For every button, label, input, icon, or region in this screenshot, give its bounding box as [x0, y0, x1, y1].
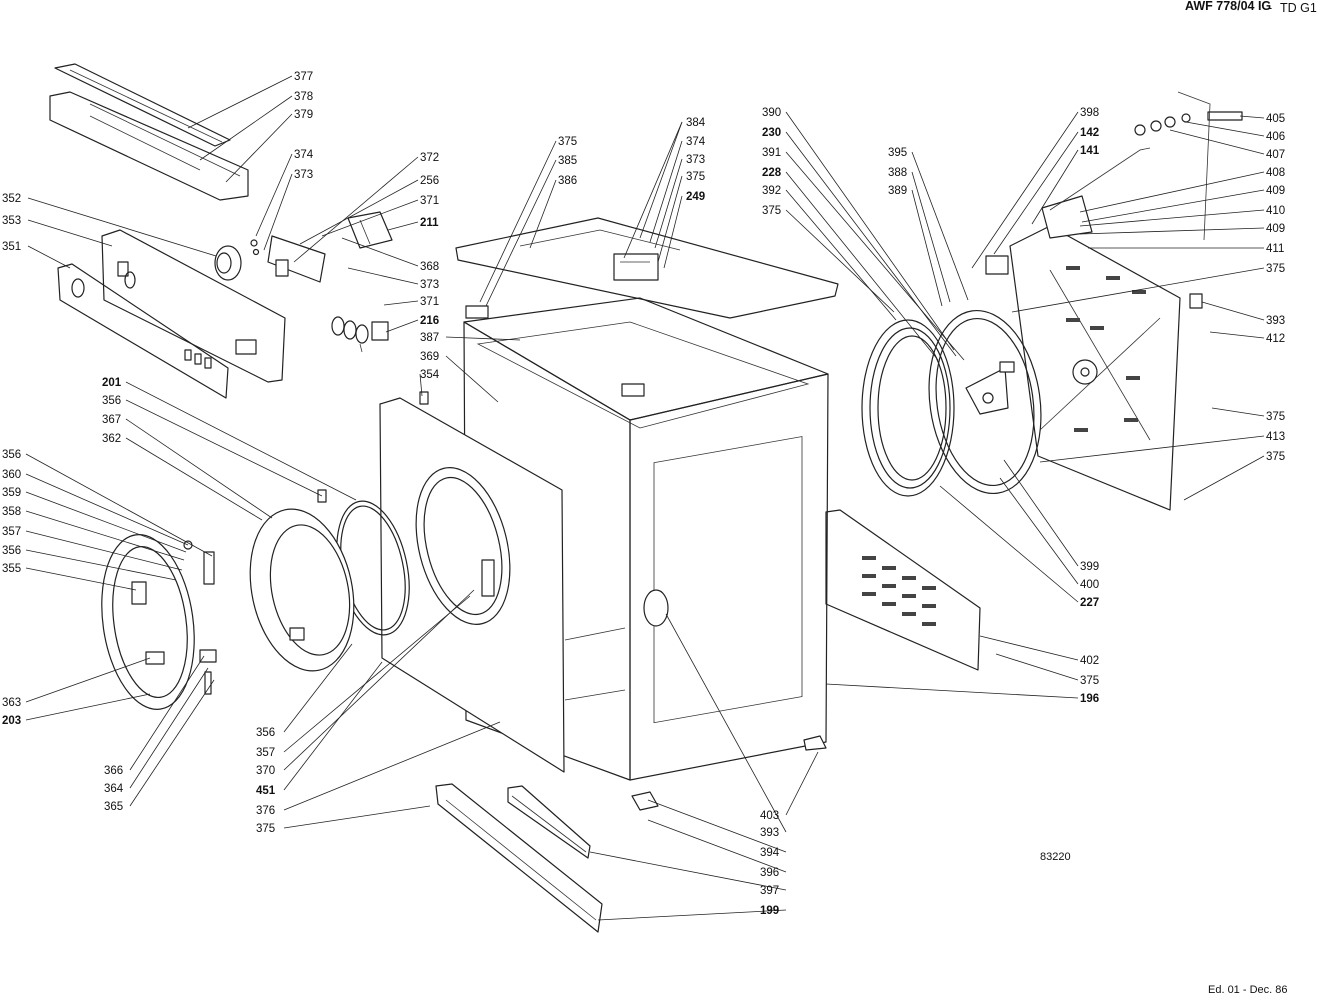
- label-374: 374: [294, 149, 314, 161]
- label-397: 397: [760, 885, 779, 897]
- label-356: 356: [102, 395, 121, 407]
- label-359: 359: [2, 487, 21, 499]
- label-142: 142: [1080, 127, 1099, 139]
- label-375: 375: [1080, 675, 1099, 687]
- label-376: 376: [256, 805, 275, 817]
- edition-date: Ed. 01 - Dec. 86: [1208, 984, 1288, 996]
- label-411: 411: [1266, 243, 1284, 255]
- label-373: 373: [420, 279, 439, 291]
- label-375: 375: [558, 136, 577, 148]
- drawing-number: 83220: [1040, 851, 1071, 863]
- label-386: 386: [558, 175, 577, 187]
- label-358: 358: [2, 506, 21, 518]
- label-352: 352: [2, 193, 21, 205]
- label-141: 141: [1080, 145, 1100, 157]
- parts-artwork: [49, 63, 1243, 933]
- label-211: 211: [420, 217, 439, 229]
- label-409: 409: [1266, 185, 1285, 197]
- part-labels: 377 378 379 374 373 372 256 371 211 368 …: [2, 71, 1285, 917]
- label-374: 374: [686, 136, 706, 148]
- label-396: 396: [760, 867, 779, 879]
- label-370: 370: [256, 765, 275, 777]
- label-355: 355: [2, 563, 21, 575]
- label-409: 409: [1266, 223, 1285, 235]
- label-375: 375: [1266, 451, 1285, 463]
- label-371: 371: [420, 296, 439, 308]
- label-407: 407: [1266, 149, 1285, 161]
- label-375: 375: [1266, 263, 1285, 275]
- label-228: 228: [762, 167, 782, 179]
- header-dash: -: [1268, 1, 1272, 15]
- label-373: 373: [294, 169, 313, 181]
- label-402: 402: [1080, 655, 1099, 667]
- label-357: 357: [2, 526, 21, 538]
- label-351: 351: [2, 241, 21, 253]
- label-363: 363: [2, 697, 21, 709]
- label-356: 356: [2, 545, 21, 557]
- label-356: 356: [256, 727, 275, 739]
- label-399: 399: [1080, 561, 1099, 573]
- label-385: 385: [558, 155, 577, 167]
- label-353: 353: [2, 215, 21, 227]
- label-375: 375: [762, 205, 781, 217]
- label-389: 389: [888, 185, 907, 197]
- label-395: 395: [888, 147, 907, 159]
- label-364: 364: [104, 783, 124, 795]
- label-357: 357: [256, 747, 275, 759]
- label-356: 356: [2, 449, 21, 461]
- label-408: 408: [1266, 167, 1285, 179]
- label-403: 403: [760, 810, 779, 822]
- label-405: 405: [1266, 113, 1285, 125]
- label-412: 412: [1266, 333, 1285, 345]
- label-390: 390: [762, 107, 781, 119]
- label-398: 398: [1080, 107, 1099, 119]
- label-249: 249: [686, 191, 705, 203]
- label-227: 227: [1080, 597, 1099, 609]
- label-371: 371: [420, 195, 439, 207]
- label-387: 387: [420, 332, 439, 344]
- group-code: TD G1: [1280, 1, 1317, 15]
- label-410: 410: [1266, 205, 1285, 217]
- label-354: 354: [420, 369, 440, 381]
- label-372: 372: [420, 152, 439, 164]
- label-373: 373: [686, 154, 705, 166]
- label-256: 256: [420, 175, 439, 187]
- leader-lines: [25, 75, 1265, 921]
- label-384: 384: [686, 117, 706, 129]
- label-365: 365: [104, 801, 123, 813]
- label-378: 378: [294, 91, 313, 103]
- label-379: 379: [294, 109, 313, 121]
- label-203: 203: [2, 715, 21, 727]
- label-392: 392: [762, 185, 781, 197]
- label-366: 366: [104, 765, 123, 777]
- label-406: 406: [1266, 131, 1285, 143]
- label-393: 393: [1266, 315, 1285, 327]
- label-367: 367: [102, 414, 121, 426]
- label-413: 413: [1266, 431, 1285, 443]
- label-391: 391: [762, 147, 781, 159]
- label-362: 362: [102, 433, 121, 445]
- label-199: 199: [760, 905, 779, 917]
- label-369: 369: [420, 351, 439, 363]
- label-393: 393: [760, 827, 779, 839]
- label-216: 216: [420, 315, 439, 327]
- label-388: 388: [888, 167, 907, 179]
- label-201: 201: [102, 377, 122, 389]
- label-375: 375: [1266, 411, 1285, 423]
- label-375: 375: [686, 171, 705, 183]
- label-394: 394: [760, 847, 780, 859]
- model-number: AWF 778/04 IG: [1185, 0, 1271, 13]
- label-196: 196: [1080, 693, 1099, 705]
- label-230: 230: [762, 127, 781, 139]
- label-451: 451: [256, 785, 276, 797]
- label-400: 400: [1080, 579, 1099, 591]
- label-368: 368: [420, 261, 439, 273]
- label-375: 375: [256, 823, 275, 835]
- label-377: 377: [294, 71, 313, 83]
- label-360: 360: [2, 469, 21, 481]
